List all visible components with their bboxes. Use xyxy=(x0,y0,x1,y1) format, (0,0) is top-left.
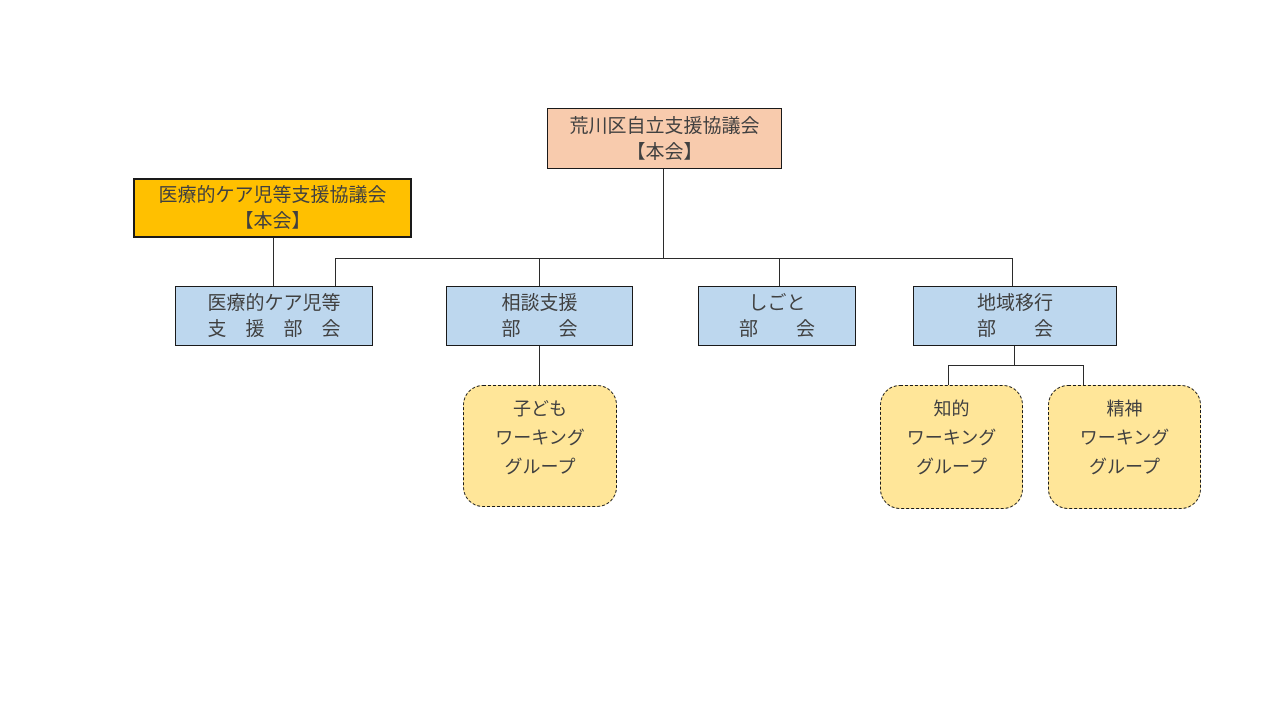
node-label-line: 知的 xyxy=(933,399,970,420)
node-label-line: 医療的ケア児等 xyxy=(207,292,341,314)
node-label-line: ワーキング xyxy=(495,428,585,449)
node-label-line: グループ xyxy=(504,457,576,478)
node-wg-intellectual: 知的 ワーキング グループ xyxy=(880,385,1023,509)
connector-medical-council-to-subcommittee xyxy=(273,238,274,286)
node-label-line: ワーキング xyxy=(1079,428,1170,449)
connector-drop-consultation xyxy=(539,258,540,286)
connector-drop-work xyxy=(779,258,780,286)
connector-consultation-to-children-wg xyxy=(539,346,540,385)
connector-wg-horizontal xyxy=(948,365,1084,366)
node-subcommittee-consultation: 相談支援 部 会 xyxy=(446,286,633,346)
node-label-line: ワーキング xyxy=(906,428,997,449)
node-label-line: 支 援 部 会 xyxy=(207,318,341,340)
node-label-line: 【本会】 xyxy=(626,140,703,163)
connector-community-transition-down xyxy=(1014,346,1015,365)
node-wg-children: 子ども ワーキング グループ xyxy=(463,385,617,507)
node-label-line: グループ xyxy=(916,457,987,478)
connector-main-to-branch xyxy=(663,169,664,258)
connector-branch-horizontal xyxy=(335,258,1013,259)
node-label-line: 相談支援 xyxy=(501,292,578,314)
node-label-line: 【本会】 xyxy=(234,210,311,232)
node-wg-mental: 精神 ワーキング グループ xyxy=(1048,385,1201,509)
node-main-council: 荒川区自立支援協議会 【本会】 xyxy=(547,108,782,169)
node-label-line: 部 会 xyxy=(976,318,1053,340)
node-subcommittee-medical-care: 医療的ケア児等 支 援 部 会 xyxy=(175,286,373,346)
node-label-line: 精神 xyxy=(1106,399,1143,420)
connector-drop-mental-wg xyxy=(1083,365,1084,385)
connector-drop-medical-care xyxy=(335,258,336,286)
node-subcommittee-work: しごと 部 会 xyxy=(698,286,856,346)
node-label-line: しごと xyxy=(748,292,806,314)
node-label-line: 地域移行 xyxy=(976,292,1053,314)
node-label-line: 部 会 xyxy=(501,318,578,340)
node-subcommittee-community-transition: 地域移行 部 会 xyxy=(913,286,1117,346)
node-label-line: 子ども xyxy=(513,399,567,420)
node-medical-care-council: 医療的ケア児等支援協議会 【本会】 xyxy=(133,178,412,238)
node-label-line: グループ xyxy=(1089,457,1160,478)
connector-drop-intellectual-wg xyxy=(948,365,949,385)
node-label-line: 荒川区自立支援協議会 xyxy=(569,114,760,137)
node-label-line: 部 会 xyxy=(738,318,815,340)
node-label-line: 医療的ケア児等支援協議会 xyxy=(158,184,387,206)
connector-drop-community-transition xyxy=(1012,258,1013,286)
